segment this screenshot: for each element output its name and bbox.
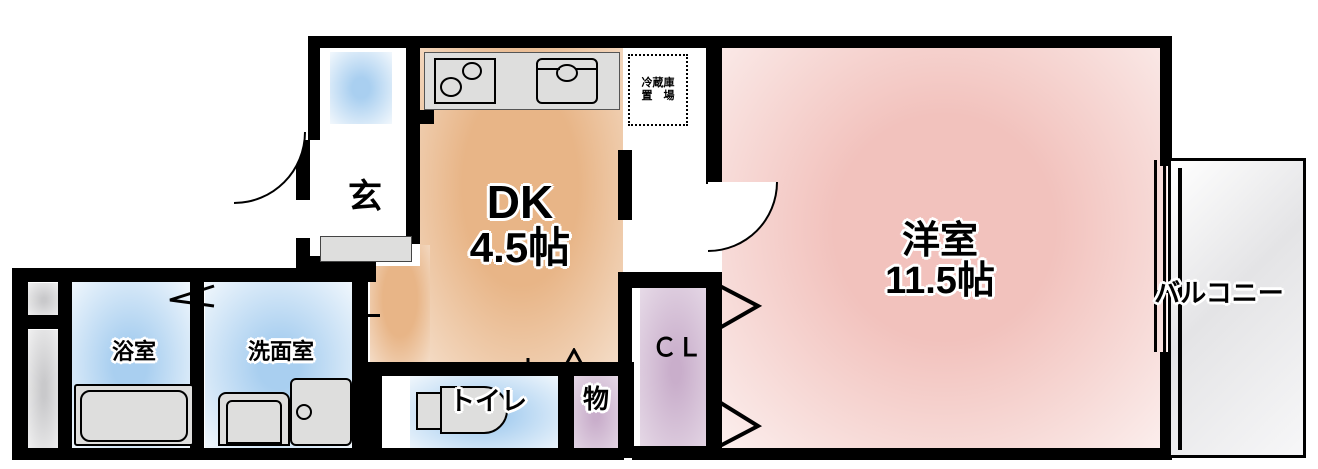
wall-toilet-left (368, 362, 382, 458)
wall-left-top (12, 268, 376, 282)
wall-left-outer (12, 268, 28, 460)
bath-door-jamb (196, 282, 199, 354)
room-bedroom (722, 42, 1167, 454)
wall-bottom-bedroom (716, 448, 1172, 460)
balcony (1168, 158, 1306, 458)
room-closet (640, 288, 712, 454)
bathtub-inner-icon (80, 390, 188, 442)
wall-dk-right-upper (618, 150, 632, 220)
washroom-sliding-door[interactable] (350, 268, 380, 368)
wall-left-bottom (12, 448, 624, 460)
bath-folding-door[interactable] (160, 282, 216, 322)
washing-machine-inner-icon (226, 400, 282, 444)
wall-toilet-right (558, 362, 574, 458)
sink-rim-line-right (576, 68, 598, 70)
toilet-bowl-icon (440, 386, 508, 434)
wall-storage-right (618, 362, 634, 458)
wall-closet-bottom (632, 446, 716, 460)
wall-kitchen-back (406, 110, 434, 124)
refrigerator-space: 冷蔵庫 置 場 (628, 54, 688, 126)
wall-dk-left-upper (406, 48, 420, 244)
wall-bedroom-left-upper (706, 42, 722, 184)
utility-top-left (330, 52, 392, 124)
stove-burner-small-icon (462, 62, 482, 80)
stove-burner-large-icon (440, 77, 462, 97)
balcony-inner-edge (1178, 168, 1182, 450)
sink-faucet-icon (556, 64, 578, 82)
room-entrance (320, 140, 412, 255)
wall-closet-top (632, 276, 716, 288)
pipe-shaft-lower (28, 330, 60, 450)
wall-shaft-divider (12, 315, 72, 329)
pipe-shaft-upper (28, 283, 60, 317)
room-storage (572, 375, 620, 455)
wall-top-left-vertical (308, 36, 320, 140)
wall-right-upper (1160, 36, 1172, 166)
balcony-window[interactable] (1150, 160, 1180, 352)
shoe-box-icon (320, 236, 412, 262)
fridge-label-line1: 冷蔵庫 (641, 77, 675, 90)
toilet-folding-door[interactable] (470, 348, 600, 378)
wall-top (308, 36, 1172, 48)
sink-rim-line (536, 68, 560, 70)
toilet-tank-icon (416, 392, 442, 430)
closet-folding-door[interactable] (712, 280, 772, 452)
fridge-label-line2: 置 場 (641, 90, 675, 102)
vanity-faucet-icon (296, 404, 312, 420)
wall-shaft-right (58, 268, 72, 460)
wall-dk-right (618, 272, 632, 372)
